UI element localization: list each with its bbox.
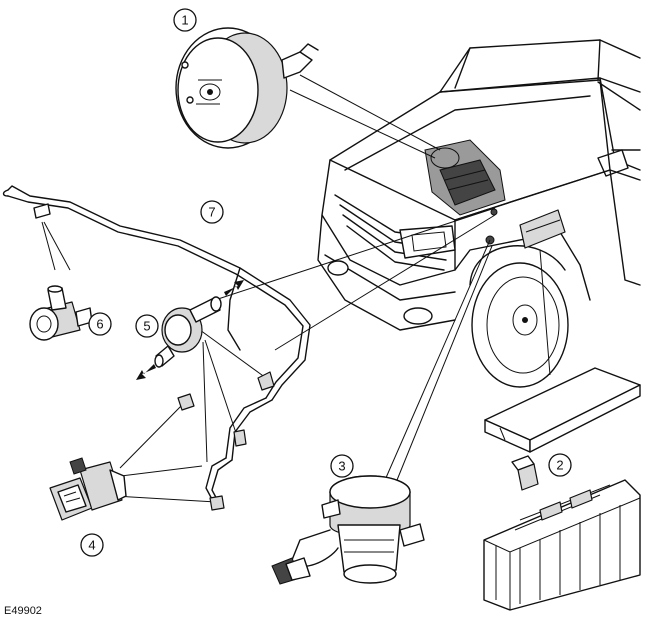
vacuum-pipe [2, 185, 311, 511]
leader-lines [41, 74, 551, 503]
svg-text:1: 1 [181, 13, 188, 28]
svg-text:7: 7 [208, 205, 215, 220]
figure-reference: E49902 [4, 605, 42, 617]
svg-text:5: 5 [143, 319, 150, 334]
vacuum-sensor [49, 457, 127, 521]
callout-2: 2 [548, 453, 572, 477]
check-valve [29, 285, 93, 341]
callout-4: 4 [80, 533, 104, 557]
vacuum-pump [271, 475, 425, 585]
callout-6: 6 [88, 312, 112, 336]
callout-1: 1 [173, 8, 197, 32]
svg-text:3: 3 [338, 459, 345, 474]
hose-fitting [177, 393, 195, 411]
vehicle-illustration [317, 39, 641, 388]
callout-7: 7 [200, 200, 224, 224]
callout-5: 5 [135, 314, 159, 338]
brake-booster [175, 27, 319, 149]
svg-text:4: 4 [88, 538, 95, 553]
relay-fusebox [483, 367, 641, 611]
vacuum-connector [136, 280, 244, 380]
callout-3: 3 [330, 454, 354, 478]
svg-text:6: 6 [96, 317, 103, 332]
svg-text:2: 2 [556, 458, 563, 473]
